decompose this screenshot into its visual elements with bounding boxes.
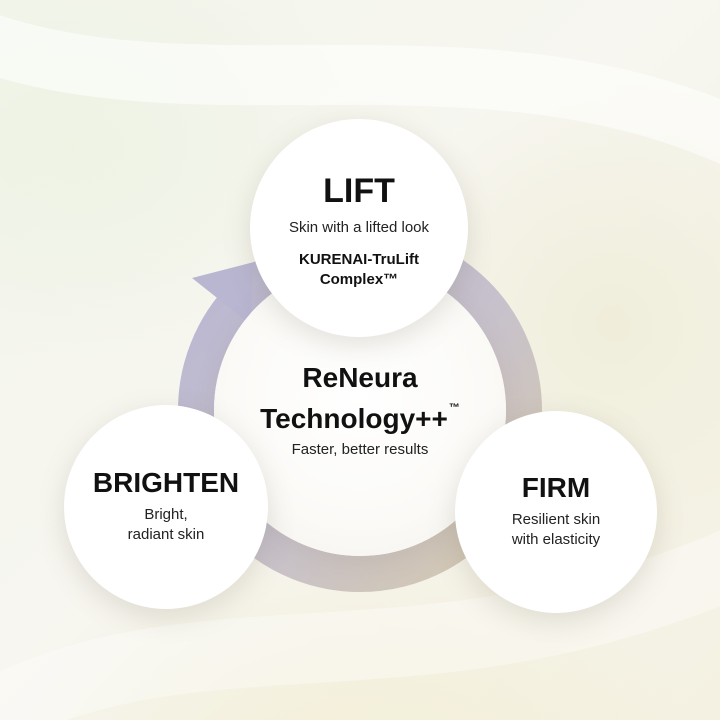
brighten-title: BRIGHTEN [92, 467, 240, 498]
lift-subtitle: Skin with a lifted look [288, 219, 430, 236]
center-title-line1: ReNeura [302, 362, 418, 393]
center-subtitle: Faster, better results [291, 441, 429, 458]
cycle-arrowhead-icon [192, 262, 254, 324]
brighten-circle: BRIGHTEN Bright, radiant skin [64, 405, 268, 609]
brighten-subtitle: Bright, radiant skin [127, 506, 205, 543]
lift-circle: LIFT Skin with a lifted look KURENAI-Tru… [250, 119, 468, 337]
lift-ingredient: KURENAI-TruLift Complex™ [299, 251, 419, 288]
firm-circle: FIRM Resilient skin with elasticity [455, 411, 657, 613]
lift-title: LIFT [323, 172, 395, 210]
firm-subtitle: Resilient skin with elasticity [511, 511, 601, 548]
firm-title: FIRM [521, 472, 591, 503]
trademark-mark: ™ [448, 402, 460, 414]
center-label: ReNeura Technology++™ Faster, better res… [214, 362, 506, 460]
center-title: ReNeura Technology++™ [214, 362, 506, 434]
center-title-line2: Technology++ [260, 403, 448, 434]
